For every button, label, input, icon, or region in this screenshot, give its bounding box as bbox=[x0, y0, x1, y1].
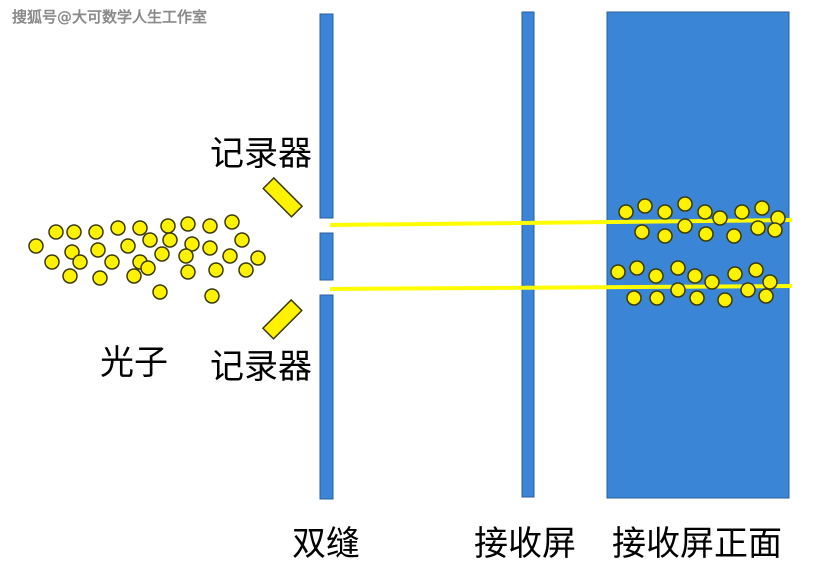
photon bbox=[152, 284, 168, 300]
photon bbox=[202, 240, 218, 256]
photon bbox=[160, 218, 176, 234]
photon-hit bbox=[758, 288, 774, 304]
photon-hit bbox=[717, 292, 733, 308]
photon bbox=[204, 288, 220, 304]
photon-hit bbox=[629, 260, 645, 276]
photon-hit bbox=[689, 290, 705, 306]
photon-hit bbox=[657, 204, 673, 220]
photon-hit bbox=[762, 274, 778, 290]
photon bbox=[180, 264, 196, 280]
photon-hit bbox=[698, 226, 714, 242]
photon-hit bbox=[754, 200, 770, 216]
photon-hit bbox=[750, 220, 766, 236]
photon bbox=[224, 214, 240, 230]
photon bbox=[142, 232, 158, 248]
photon bbox=[44, 254, 60, 270]
slit-barrier-top bbox=[319, 13, 334, 219]
photon-hit bbox=[648, 268, 664, 284]
photon bbox=[66, 224, 82, 240]
detector-top bbox=[262, 176, 304, 218]
screen-front-label: 接收屏正面 bbox=[612, 524, 782, 564]
photon-hit bbox=[626, 290, 642, 306]
photon-hit bbox=[657, 228, 673, 244]
photon-hit bbox=[687, 268, 703, 284]
photon bbox=[72, 254, 88, 270]
photon-hit bbox=[618, 204, 634, 220]
photon-hit bbox=[727, 266, 743, 282]
photon bbox=[126, 268, 142, 284]
photon bbox=[48, 224, 64, 240]
photon bbox=[90, 242, 106, 258]
detector-bottom bbox=[261, 298, 303, 340]
photon-hit bbox=[704, 274, 720, 290]
receiving-screen-front bbox=[606, 11, 790, 499]
receiving-screen bbox=[521, 11, 535, 498]
photon bbox=[178, 248, 194, 264]
photon bbox=[64, 244, 80, 260]
photon-hit bbox=[677, 196, 693, 212]
photon bbox=[92, 270, 108, 286]
photon bbox=[250, 250, 266, 266]
photon bbox=[140, 260, 156, 276]
photon bbox=[184, 236, 200, 252]
photon-hit bbox=[697, 204, 713, 220]
slit-barrier-bottom bbox=[319, 294, 334, 500]
slit-barrier-middle bbox=[319, 232, 334, 281]
photon bbox=[28, 238, 44, 254]
photon-hit bbox=[712, 210, 728, 226]
photon bbox=[180, 216, 196, 232]
photon bbox=[110, 220, 126, 236]
hit-band-bottom bbox=[610, 260, 778, 308]
double-slit-label: 双缝 bbox=[292, 524, 360, 564]
hit-band-top bbox=[618, 196, 786, 244]
photon bbox=[132, 220, 148, 236]
photon-hit bbox=[634, 224, 650, 240]
detector-bottom-label: 记录器 bbox=[210, 347, 312, 387]
detector-top-label: 记录器 bbox=[210, 134, 312, 174]
photon bbox=[104, 254, 120, 270]
photon-hit bbox=[637, 198, 653, 214]
photons-label: 光子 bbox=[100, 343, 168, 383]
photon-hit bbox=[740, 282, 756, 298]
photon bbox=[120, 238, 136, 254]
photon-hit bbox=[726, 228, 742, 244]
photon-hit bbox=[734, 204, 750, 220]
photon bbox=[88, 224, 104, 240]
photon bbox=[202, 218, 218, 234]
photon bbox=[234, 232, 250, 248]
photon-hit bbox=[649, 290, 665, 306]
photon bbox=[162, 232, 178, 248]
photon-cloud bbox=[28, 214, 266, 304]
photon bbox=[62, 268, 78, 284]
photon-hit bbox=[677, 218, 693, 234]
photon bbox=[238, 262, 254, 278]
photon bbox=[222, 248, 238, 264]
photon-hit bbox=[670, 260, 686, 276]
photon-hit bbox=[748, 262, 764, 278]
photon-hit bbox=[610, 264, 626, 280]
watermark: 搜狐号@大可数学人生工作室 bbox=[12, 8, 208, 26]
photon-hit bbox=[767, 222, 783, 238]
photon bbox=[208, 262, 224, 278]
photon-hit bbox=[670, 282, 686, 298]
photon bbox=[154, 246, 170, 262]
screen-label: 接收屏 bbox=[474, 524, 576, 564]
